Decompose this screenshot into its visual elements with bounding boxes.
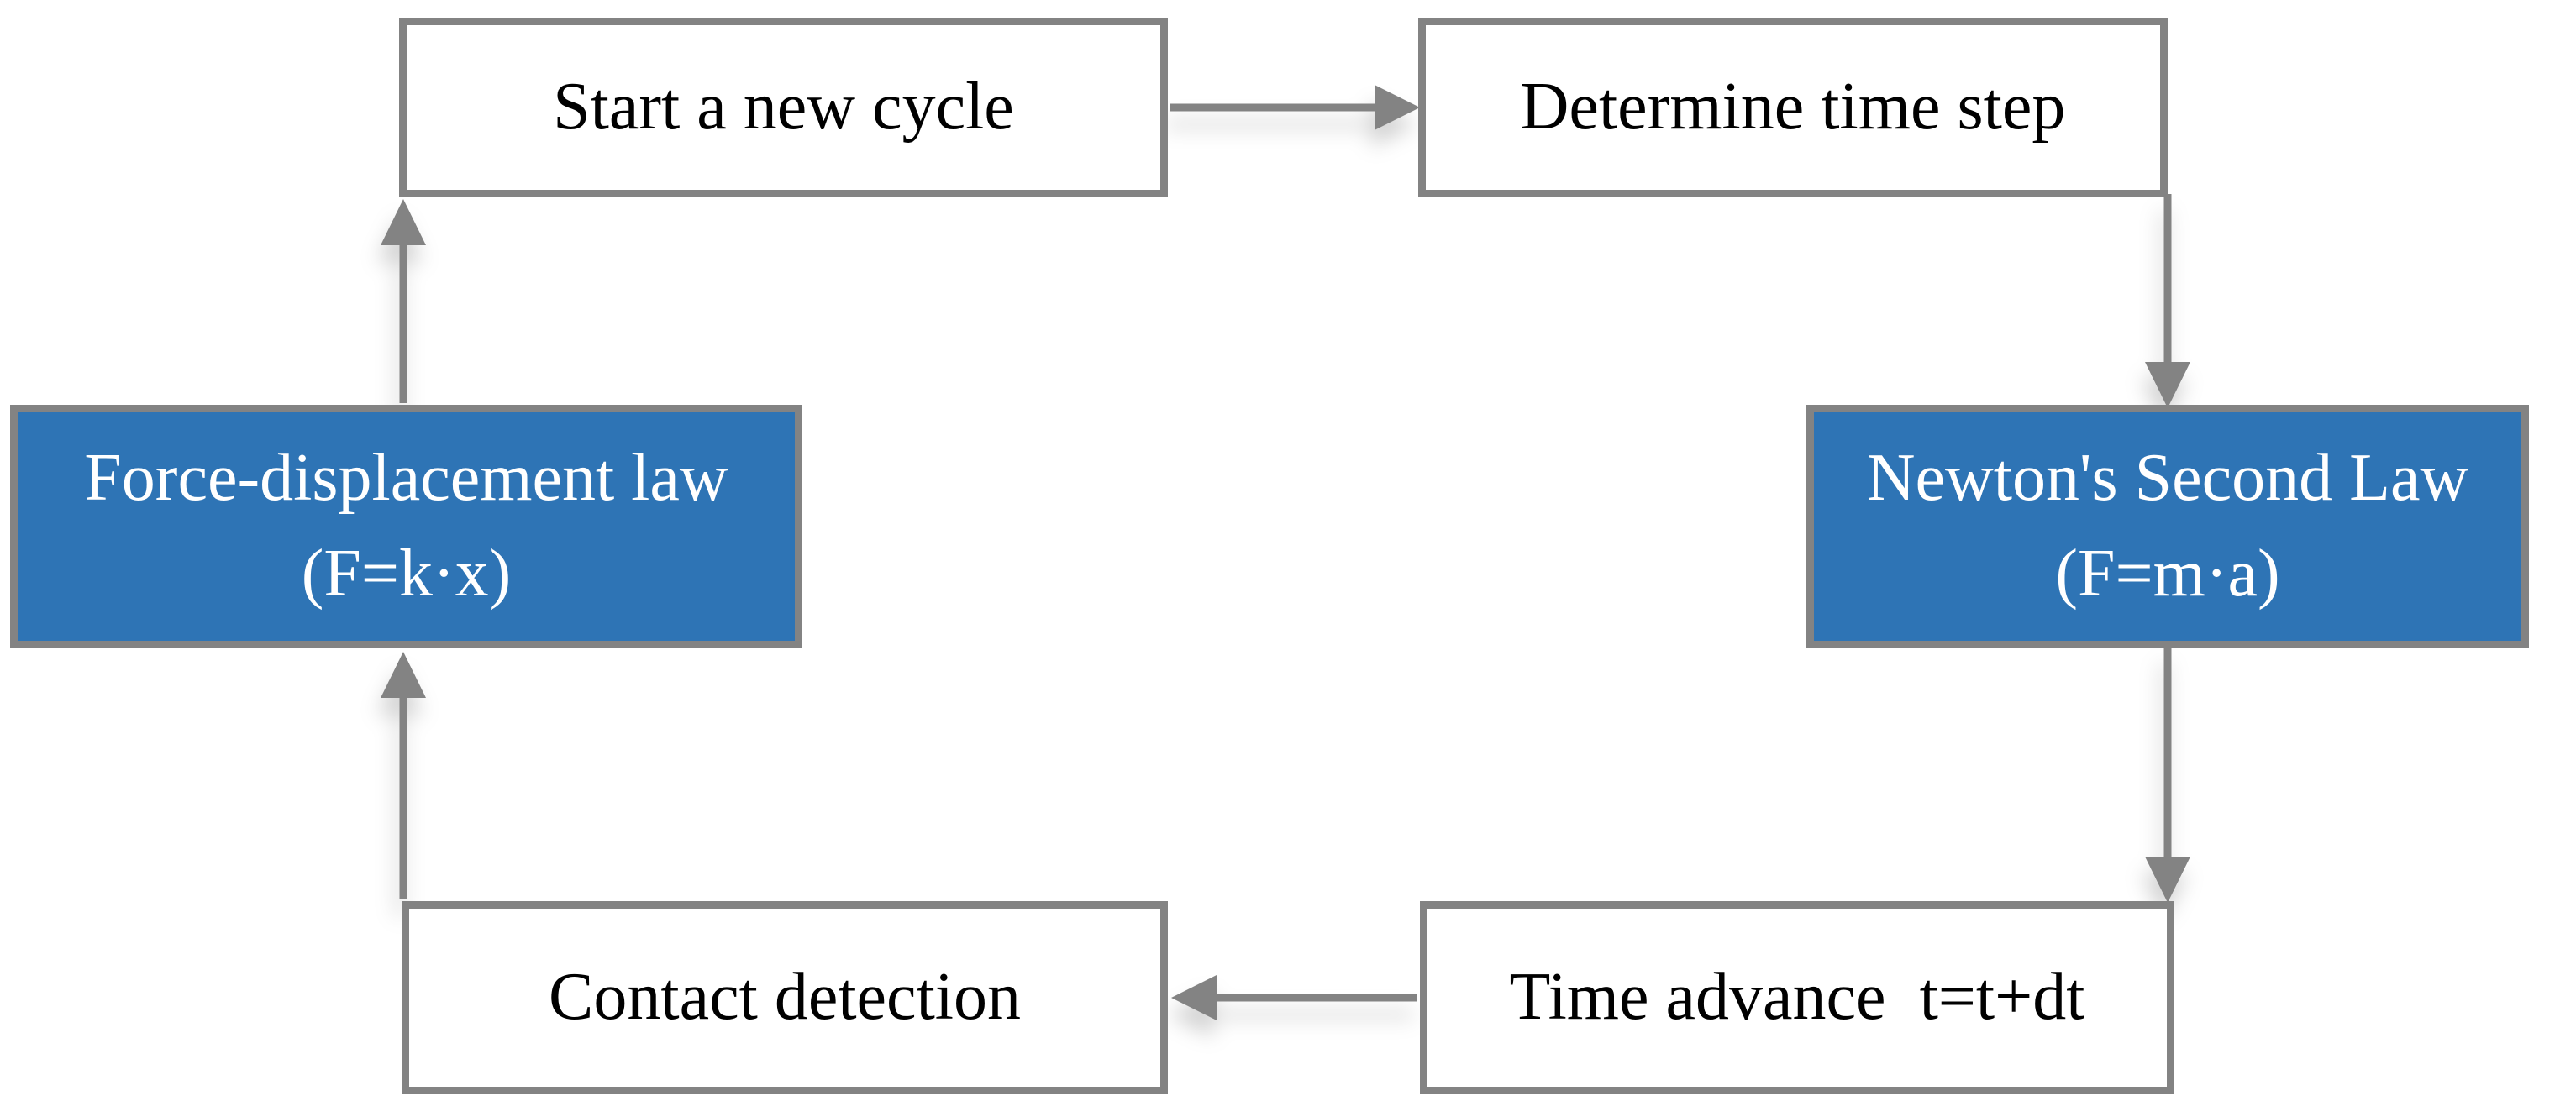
node-force-displacement-law-formula: (F=k·x) — [301, 537, 512, 611]
node-newtons-second-law: Newton's Second Law (F=m·a) — [1806, 405, 2529, 648]
node-contact-detection: Contact detection — [402, 901, 1168, 1094]
node-determine-time-step: Determine time step — [1418, 18, 2168, 197]
arrow-newton-to-time-advance — [2145, 647, 2190, 903]
node-start-a-new-cycle-label: Start a new cycle — [553, 70, 1014, 144]
arrow-force-to-start — [381, 199, 426, 403]
arrow-start-to-determine — [1170, 85, 1420, 130]
node-start-a-new-cycle: Start a new cycle — [399, 18, 1168, 197]
arrow-contact-to-force — [381, 652, 426, 899]
node-force-displacement-law-title: Force-displacement law — [84, 441, 728, 516]
node-force-displacement-law: Force-displacement law (F=k·x) — [10, 405, 802, 648]
arrow-time-advance-to-contact — [1171, 975, 1417, 1020]
node-contact-detection-label: Contact detection — [548, 960, 1022, 1035]
node-time-advance-label: Time advance t=t+dt — [1509, 960, 2085, 1035]
node-newtons-second-law-formula: (F=m·a) — [2055, 537, 2280, 611]
node-time-advance: Time advance t=t+dt — [1420, 901, 2174, 1094]
arrow-determine-to-newton — [2145, 194, 2190, 408]
node-newtons-second-law-title: Newton's Second Law — [1866, 441, 2469, 516]
node-determine-time-step-label: Determine time step — [1520, 70, 2066, 144]
